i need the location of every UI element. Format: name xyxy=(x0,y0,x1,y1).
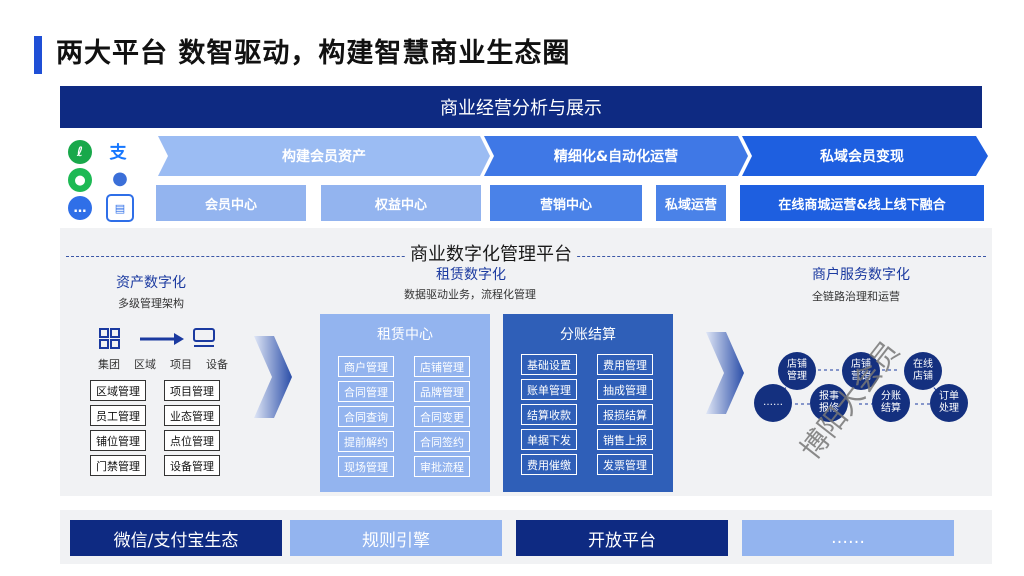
alipay-icon: 支 xyxy=(109,142,127,163)
asset-subtitle: 多级管理架构 xyxy=(118,297,184,310)
platform-title: 商业数字化管理平台 xyxy=(406,240,576,270)
analysis-banner: 商业经营分析与展示 xyxy=(60,86,982,128)
settlement-tag: 费用管理 xyxy=(597,354,653,375)
store-icon: ▤ xyxy=(106,194,134,222)
settlement-tag: 销售上报 xyxy=(597,429,653,450)
label-region: 区域 xyxy=(134,358,156,371)
merchant-title: 商户服务数字化 xyxy=(812,267,910,283)
device-icon xyxy=(193,328,215,347)
chat-bubble-icon: ● xyxy=(112,167,128,189)
asset-tag: 铺位管理 xyxy=(90,430,146,451)
online-mall-box: 在线商城运营&线上线下融合 xyxy=(740,185,984,221)
chevron-flow xyxy=(158,136,988,176)
rental-tag: 品牌管理 xyxy=(414,381,470,402)
wechat-alipay-ecosystem: 微信/支付宝生态 xyxy=(70,520,282,556)
flow-arrow-right xyxy=(706,332,744,414)
settlement-tag: 结算收款 xyxy=(521,404,577,425)
title-accent-bar xyxy=(34,36,42,74)
rental-center-panel: 租赁中心 商户管理 店铺管理 合同管理 品牌管理 合同查询 合同变更 提前解约 … xyxy=(320,314,490,492)
merchant-node: 分账结算 xyxy=(872,384,910,422)
page-title: 两大平台 数智驱动，构建智慧商业生态圈 xyxy=(56,38,571,69)
open-platform: 开放平台 xyxy=(516,520,728,556)
hierarchy-labels: 集团 区域 项目 设备 xyxy=(98,356,228,372)
settlement-panel: 分账结算 基础设置 费用管理 账单管理 抽成管理 结算收款 报损结算 单据下发 … xyxy=(503,314,673,492)
wechat-icon: ● xyxy=(68,168,92,192)
rental-tag: 提前解约 xyxy=(338,431,394,452)
rental-tag: 审批流程 xyxy=(414,456,470,477)
settlement-tag: 发票管理 xyxy=(597,454,653,475)
private-domain-box: 私域运营 xyxy=(656,185,726,221)
merchant-node: 订单处理 xyxy=(930,384,968,422)
chevron-shape-2 xyxy=(484,136,748,176)
rental-center-title: 租赁中心 xyxy=(377,327,433,343)
label-device: 设备 xyxy=(206,358,228,371)
merchant-node: 在线店铺 xyxy=(904,352,942,390)
benefit-center-box: 权益中心 xyxy=(321,185,481,221)
asset-tag: 项目管理 xyxy=(164,380,220,401)
rental-tag: 商户管理 xyxy=(338,356,394,377)
flow-arrow-left xyxy=(254,336,292,418)
rental-title: 租赁数字化 xyxy=(436,267,506,283)
settlement-tag: 账单管理 xyxy=(521,379,577,400)
asset-tag: 业态管理 xyxy=(164,405,220,426)
merchant-node: 店铺营销 xyxy=(842,352,880,390)
merchant-node: 报事报修 xyxy=(810,384,848,422)
chevron-shape-3 xyxy=(742,136,988,176)
asset-tag: 设备管理 xyxy=(164,455,220,476)
rule-engine: 规则引擎 xyxy=(290,520,502,556)
rental-tag: 店铺管理 xyxy=(414,356,470,377)
org-icon xyxy=(99,328,120,349)
merchant-subtitle: 全链路治理和运营 xyxy=(812,290,900,303)
arrow-right-icon xyxy=(140,333,184,345)
rental-tag: 合同签约 xyxy=(414,431,470,452)
marketing-center-box: 营销中心 xyxy=(490,185,642,221)
label-group: 集团 xyxy=(98,358,120,371)
merchant-node: 店铺管理 xyxy=(778,352,816,390)
rental-tag: 合同管理 xyxy=(338,381,394,402)
rental-tag: 合同变更 xyxy=(414,406,470,427)
settlement-tag: 基础设置 xyxy=(521,354,577,375)
chevron-label-2: 精细化&自动化运营 xyxy=(553,149,679,165)
asset-tags: 区域管理 项目管理 员工管理 业态管理 铺位管理 点位管理 门禁管理 设备管理 xyxy=(90,380,220,480)
label-project: 项目 xyxy=(170,358,192,371)
ecosystem-icons: ℓ 支 ● ● … ▤ xyxy=(64,136,140,222)
asset-title: 资产数字化 xyxy=(116,275,186,291)
hierarchy-icons xyxy=(99,328,215,349)
settlement-tag: 单据下发 xyxy=(521,429,577,450)
rental-subtitle: 数据驱动业务，流程化管理 xyxy=(404,288,536,301)
settlement-tag: 报损结算 xyxy=(597,404,653,425)
rental-tag: 现场管理 xyxy=(338,456,394,477)
asset-tag: 门禁管理 xyxy=(90,455,146,476)
mini-program-icon: ℓ xyxy=(68,140,92,164)
settlement-title: 分账结算 xyxy=(560,327,616,343)
merchant-node: …… xyxy=(754,384,792,422)
settlement-tag: 费用催缴 xyxy=(521,454,577,475)
rental-tag: 合同查询 xyxy=(338,406,394,427)
member-center-box: 会员中心 xyxy=(156,185,306,221)
more-items: …… xyxy=(742,520,954,556)
asset-tag: 员工管理 xyxy=(90,405,146,426)
asset-tag: 区域管理 xyxy=(90,380,146,401)
message-icon: … xyxy=(68,196,92,220)
asset-tag: 点位管理 xyxy=(164,430,220,451)
chevron-shape-1 xyxy=(158,136,490,176)
chevron-label-1: 构建会员资产 xyxy=(282,149,366,165)
settlement-tag: 抽成管理 xyxy=(597,379,653,400)
chevron-label-3: 私域会员变现 xyxy=(820,149,904,165)
